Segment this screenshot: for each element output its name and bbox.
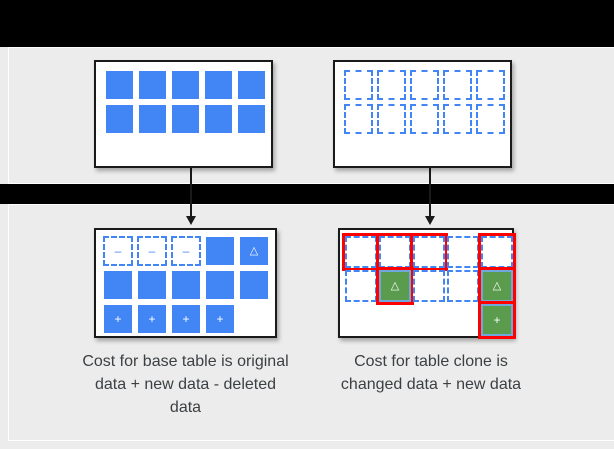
arrow-base-line xyxy=(190,168,192,218)
base-result-cell-r2c5 xyxy=(239,270,269,300)
base-result-cell-r1c5: △ xyxy=(239,236,269,266)
lower-band-left-rule xyxy=(8,204,9,441)
cell-glyph: + xyxy=(493,313,501,327)
base-result-cell-r1c3: – xyxy=(171,236,201,266)
clone-result-cell-r2c2: △ xyxy=(376,267,414,305)
clone-result-cell-r2c5: △ xyxy=(478,267,516,305)
clone-source-cell-r1c4 xyxy=(443,70,472,100)
clone-result-cell-r2c1 xyxy=(345,270,377,302)
base-source-cell-r1c4 xyxy=(204,70,233,100)
lower-band-bottom-rule xyxy=(8,440,614,441)
clone-result-cell-r1c2 xyxy=(376,233,414,271)
base-source-cell-r2c1 xyxy=(105,104,134,134)
lower-band-top-rule xyxy=(8,204,614,205)
base-result-cell-r3c5 xyxy=(239,304,269,334)
clone-table-caption: Cost for table clone is changed data + n… xyxy=(340,353,522,394)
clone-result-cell-r2c4 xyxy=(447,270,479,302)
base-result-cell-r2c2 xyxy=(137,270,167,300)
upper-band-bottom-rule xyxy=(8,183,614,184)
base-source-cell-r1c5 xyxy=(237,70,266,100)
clone-source-cell-r1c1 xyxy=(344,70,373,100)
clone-source-cell-r1c5 xyxy=(476,70,505,100)
clone-result-cell-r1c3 xyxy=(410,233,448,271)
clone-result-cell-r3c4 xyxy=(447,304,479,336)
base-result-cell-r2c1 xyxy=(103,270,133,300)
base-result-cell-r1c4 xyxy=(205,236,235,266)
cell-glyph: – xyxy=(182,244,190,258)
clone-source-cell-r1c2 xyxy=(377,70,406,100)
base-table-result-grid: – – – △ + + + + xyxy=(103,236,269,334)
base-result-cell-r3c2: + xyxy=(137,304,167,334)
clone-table-source-card xyxy=(333,60,512,168)
clone-result-cell-r3c1 xyxy=(345,304,377,336)
base-result-cell-r1c1: – xyxy=(103,236,133,266)
clone-result-cell-r1c4 xyxy=(447,236,479,268)
upper-band-left-rule xyxy=(8,47,9,184)
clone-result-cell-r1c1 xyxy=(342,233,380,271)
upper-content-band xyxy=(0,47,614,184)
clone-source-cell-r2c4 xyxy=(443,104,472,134)
base-result-cell-r3c4: + xyxy=(205,304,235,334)
base-source-cell-r1c2 xyxy=(138,70,167,100)
base-result-cell-r3c3: + xyxy=(171,304,201,334)
cell-glyph: + xyxy=(148,312,156,326)
clone-table-result-card: △ △ + xyxy=(338,228,516,339)
cell-glyph: △ xyxy=(492,279,502,292)
base-table-result-card: – – – △ + + + + xyxy=(94,228,277,338)
clone-table-result-grid: △ △ + xyxy=(342,233,516,339)
clone-table-source-grid xyxy=(344,70,505,134)
base-table-source-card xyxy=(94,60,273,168)
clone-source-cell-r1c3 xyxy=(410,70,439,100)
base-source-cell-r2c3 xyxy=(171,104,200,134)
base-source-cell-r2c2 xyxy=(138,104,167,134)
cell-glyph: – xyxy=(114,244,122,258)
upper-band-top-rule xyxy=(8,47,614,48)
cell-glyph: – xyxy=(148,244,156,258)
clone-result-cell-r3c3 xyxy=(413,304,445,336)
clone-source-cell-r2c2 xyxy=(377,104,406,134)
arrow-clone-head-icon xyxy=(425,216,435,225)
base-result-cell-r3c1: + xyxy=(103,304,133,334)
base-table-source-grid xyxy=(105,70,266,134)
cell-glyph: + xyxy=(216,312,224,326)
base-source-cell-r1c1 xyxy=(105,70,134,100)
base-table-caption: Cost for base table is original data + n… xyxy=(82,353,289,417)
clone-source-cell-r2c1 xyxy=(344,104,373,134)
base-source-cell-r2c5 xyxy=(237,104,266,134)
base-source-cell-r2c4 xyxy=(204,104,233,134)
clone-result-cell-r2c3 xyxy=(413,270,445,302)
clone-result-cell-r3c2 xyxy=(379,304,411,336)
base-result-cell-r1c2: – xyxy=(137,236,167,266)
cell-glyph: △ xyxy=(390,279,400,292)
cell-glyph: + xyxy=(114,312,122,326)
cell-glyph: + xyxy=(182,312,190,326)
base-result-cell-r2c4 xyxy=(205,270,235,300)
clone-result-cell-r1c5 xyxy=(478,233,516,271)
middle-black-band xyxy=(0,184,614,204)
base-source-cell-r1c3 xyxy=(171,70,200,100)
base-result-cell-r2c3 xyxy=(171,270,201,300)
clone-source-cell-r2c3 xyxy=(410,104,439,134)
clone-result-cell-r3c5: + xyxy=(478,301,516,339)
cell-glyph: △ xyxy=(249,244,259,257)
top-black-band xyxy=(0,0,614,47)
arrow-clone-line xyxy=(429,168,431,218)
arrow-base-head-icon xyxy=(186,216,196,225)
clone-source-cell-r2c5 xyxy=(476,104,505,134)
